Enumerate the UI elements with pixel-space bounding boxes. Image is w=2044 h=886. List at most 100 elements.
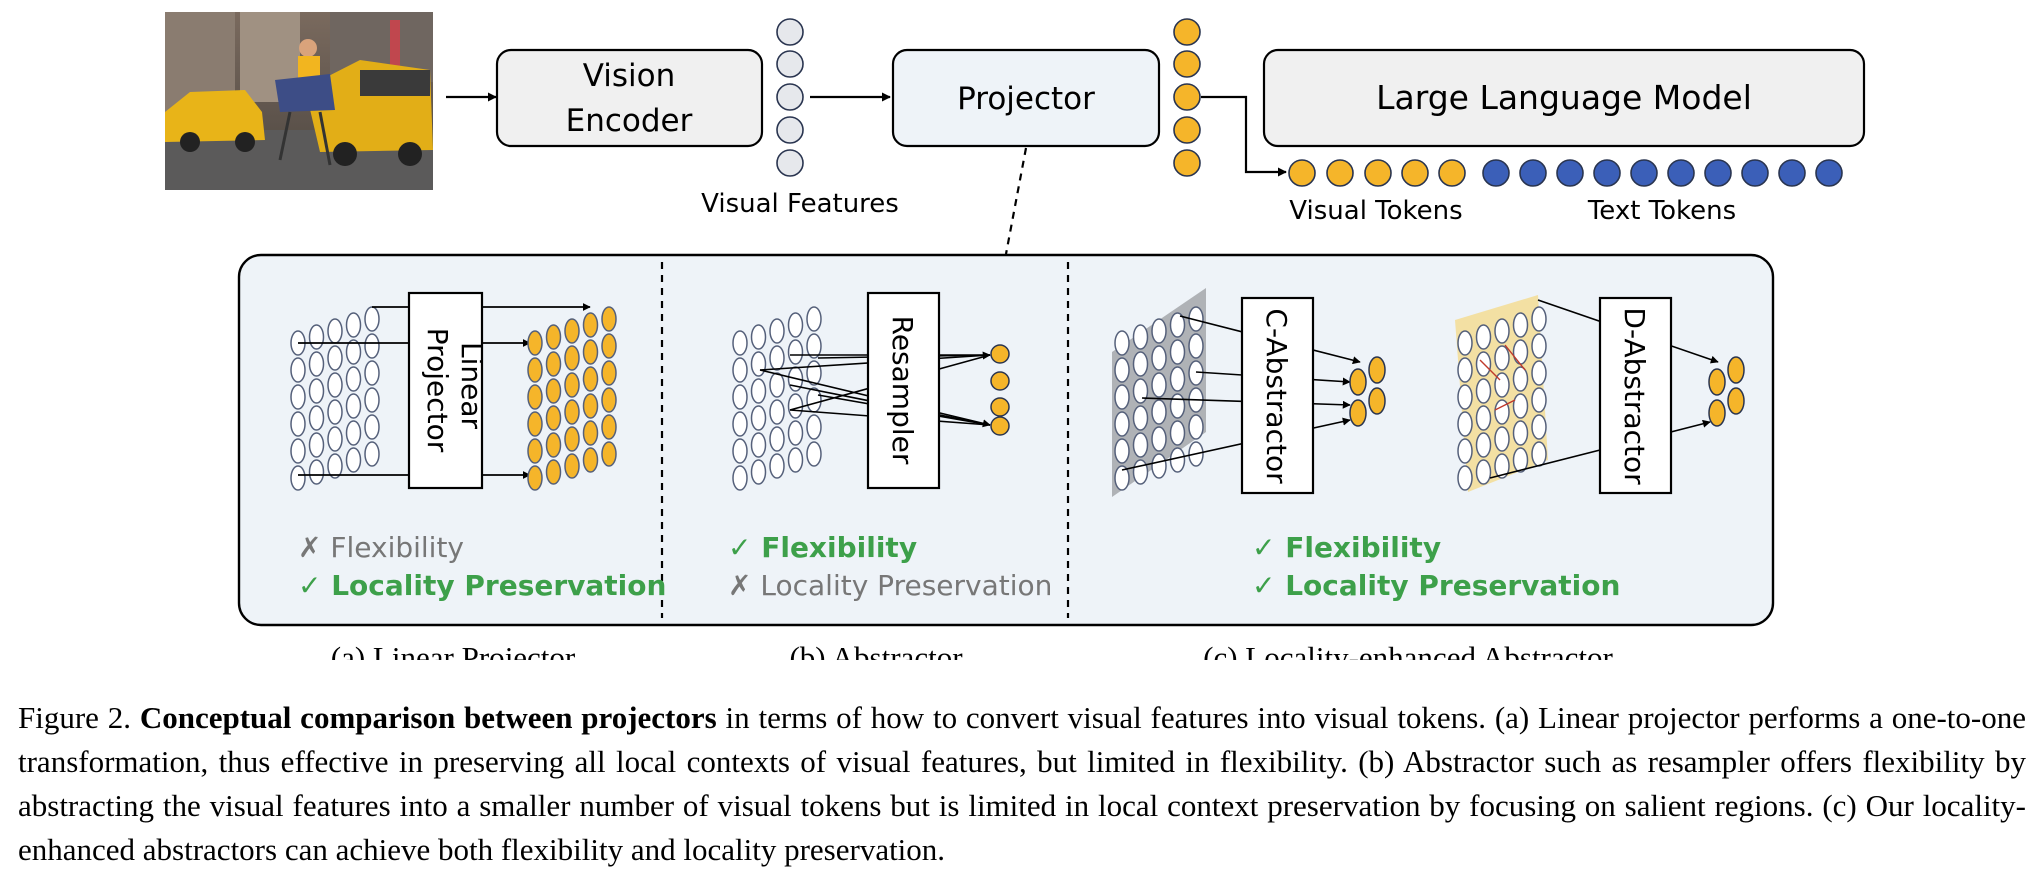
- grid-cell: [545, 351, 562, 377]
- grid-cell: [750, 459, 767, 485]
- grid-cell: [1132, 405, 1149, 431]
- grid-cell: [769, 426, 785, 452]
- grid-cell: [364, 333, 380, 359]
- text-tokens-label: Text Tokens: [1587, 196, 1736, 226]
- grid-cell: [545, 324, 562, 350]
- a-locality-label: Locality Preservation: [331, 569, 666, 602]
- grid-cell: [364, 360, 380, 386]
- grid-cell: [527, 357, 543, 383]
- a-locality-mark: ✓ Locality Preservation: [298, 569, 666, 602]
- grid-cell: [1531, 306, 1547, 332]
- grid-cell: [1531, 360, 1547, 386]
- grid-cell: [527, 411, 543, 437]
- grid-cell: [1512, 366, 1529, 392]
- vision-encoder-label-2: Encoder: [566, 103, 693, 139]
- d-abstractor-label: D-Abstractor: [1618, 307, 1651, 485]
- d-abstractor-diagram: D-Abstractor: [1455, 295, 1745, 495]
- figure-caption-text: in terms of how to convert visual featur…: [18, 700, 2027, 867]
- linear-projector-diagram: Linear Projector: [290, 291, 617, 491]
- c-flexibility-mark: ✓ Flexibility: [1252, 531, 1441, 564]
- grid-cell: [1132, 459, 1149, 485]
- grid-cell: [564, 426, 580, 452]
- figure-caption-bold: Conceptual comparison between projectors: [139, 700, 717, 735]
- grid-cell: [1457, 384, 1473, 410]
- grid-cell: [1457, 465, 1473, 491]
- grid-cell: [806, 306, 822, 332]
- grid-cell: [750, 351, 767, 377]
- linear-projector-label-1: Linear: [455, 342, 488, 430]
- grid-cell: [582, 447, 599, 473]
- grid-cell: [732, 411, 748, 437]
- grid-cell: [364, 441, 380, 467]
- grid-cell: [345, 339, 362, 365]
- grid-cell: [787, 339, 804, 365]
- grid-cell: [787, 312, 804, 338]
- grid-cell: [1475, 405, 1492, 431]
- grid-cell: [582, 366, 599, 392]
- grid-cell: [1475, 459, 1492, 485]
- visual-tokens-row: [1288, 159, 1466, 187]
- grid-cell: [290, 411, 306, 437]
- grid-cell: [1169, 339, 1186, 365]
- grid-cell: [1169, 366, 1186, 392]
- c-locality-label: Locality Preservation: [1285, 569, 1620, 602]
- b-locality-label: Locality Preservation: [760, 569, 1052, 602]
- grid-cell: [1494, 399, 1510, 425]
- grid-cell: [732, 384, 748, 410]
- grid-cell: [582, 339, 599, 365]
- grid-cell: [732, 438, 748, 464]
- grid-cell: [1512, 393, 1529, 419]
- grid-cell: [327, 372, 343, 398]
- grid-cell: [769, 345, 785, 371]
- caption-a: (a) Linear Projector: [331, 640, 576, 660]
- caption-c: (c) Locality-enhanced Abstractor: [1203, 640, 1613, 660]
- grid-cell: [601, 441, 617, 467]
- grid-cell: [527, 438, 543, 464]
- c-abstractor-label: C-Abstractor: [1260, 308, 1293, 484]
- grid-cell: [345, 366, 362, 392]
- grid-cell: [1151, 372, 1167, 398]
- grid-cell: [787, 420, 804, 446]
- grid-cell: [1114, 438, 1130, 464]
- grid-cell: [308, 324, 325, 350]
- grid-cell: [732, 465, 748, 491]
- grid-cell: [364, 387, 380, 413]
- grid-cell: [364, 306, 380, 332]
- grid-cell: [1457, 411, 1473, 437]
- grid-cell: [1114, 465, 1130, 491]
- grid-cell: [732, 357, 748, 383]
- visual-tokens-label: Visual Tokens: [1289, 196, 1462, 226]
- grid-cell: [290, 357, 306, 383]
- grid-cell: [1169, 393, 1186, 419]
- grid-cell: [1114, 384, 1130, 410]
- figure-caption: Figure 2. Conceptual comparison between …: [18, 696, 2026, 872]
- grid-cell: [1151, 345, 1167, 371]
- grid-cell: [1531, 387, 1547, 413]
- grid-cell: [545, 432, 562, 458]
- grid-cell: [545, 378, 562, 404]
- grid-cell: [327, 426, 343, 452]
- grid-cell: [1475, 324, 1492, 350]
- grid-cell: [601, 333, 617, 359]
- grid-cell: [732, 330, 748, 356]
- grid-cell: [787, 393, 804, 419]
- grid-cell: [750, 405, 767, 431]
- projector-variants-panel: [237, 253, 1775, 627]
- projector-box: [891, 48, 1161, 148]
- grid-cell: [1457, 438, 1473, 464]
- c-abstractor-diagram: C-Abstractor: [1112, 288, 1386, 497]
- grid-cell: [1132, 351, 1149, 377]
- grid-cell: [290, 465, 306, 491]
- grid-cell: [345, 312, 362, 338]
- grid-cell: [1475, 378, 1492, 404]
- large-language-model-label: Large Language Model: [1376, 78, 1752, 117]
- grid-cell: [1114, 357, 1130, 383]
- grid-cell: [750, 378, 767, 404]
- grid-cell: [1457, 330, 1473, 356]
- grid-cell: [564, 372, 580, 398]
- grid-cell: [1114, 411, 1130, 437]
- resampler-label: Resampler: [886, 316, 919, 465]
- visual-features-label: Visual Features: [701, 189, 899, 219]
- grid-cell: [750, 432, 767, 458]
- grid-cell: [345, 393, 362, 419]
